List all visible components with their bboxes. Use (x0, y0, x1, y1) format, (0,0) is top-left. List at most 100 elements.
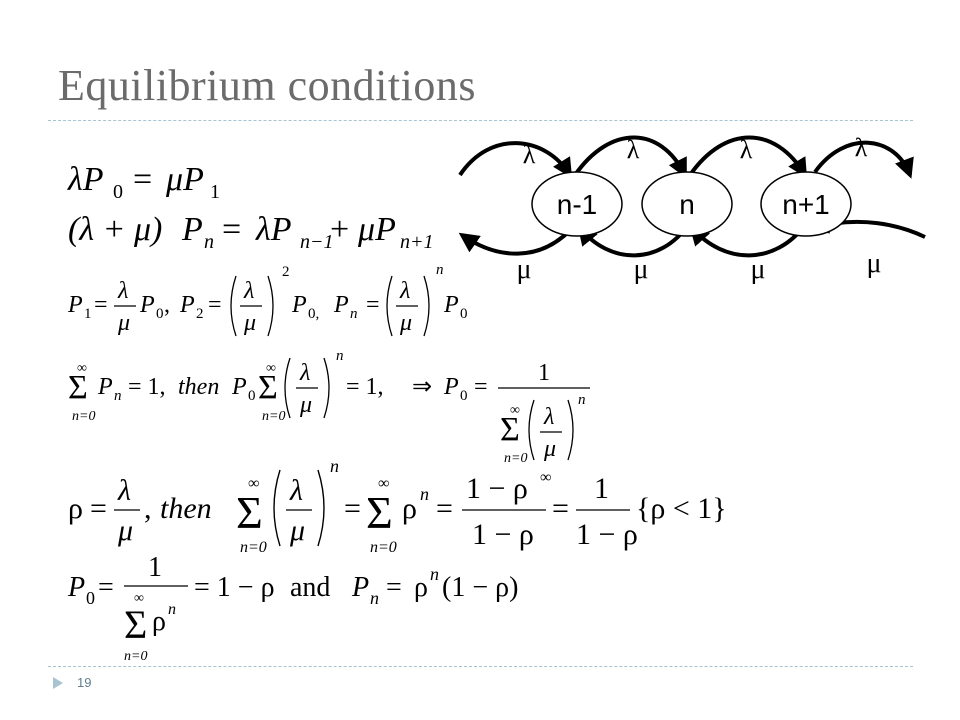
state-node-n+1 (760, 171, 852, 237)
svg-text:=: = (222, 211, 241, 248)
bullet-triangle-icon (53, 677, 63, 689)
svg-text:P: P (291, 292, 307, 318)
svg-text:ρ: ρ (152, 606, 166, 637)
svg-text:(λ + μ): (λ + μ) (68, 211, 162, 248)
service-arrow-out-n-1 (458, 223, 577, 256)
svg-text:+: + (330, 211, 349, 248)
svg-text:μ: μ (243, 310, 256, 336)
svg-text:ρ: ρ (414, 572, 428, 603)
svg-text:0: 0 (86, 588, 95, 608)
svg-text:n: n (330, 456, 339, 476)
svg-text:= 1,: = 1, (128, 374, 166, 400)
svg-text:n=0: n=0 (72, 409, 95, 424)
service-arrow-n-to-n-1 (577, 223, 690, 258)
svg-text:n: n (350, 306, 358, 322)
page-number: 19 (77, 675, 92, 690)
svg-text:n: n (168, 601, 176, 618)
service-rate-label: μ (633, 254, 648, 285)
state-label-n+1: n+1 (782, 189, 830, 220)
svg-text:∞: ∞ (134, 591, 144, 606)
svg-text:=: = (366, 292, 380, 318)
svg-text:0: 0 (113, 181, 123, 203)
svg-text:,: , (164, 292, 170, 318)
svg-text:=: = (90, 492, 107, 525)
equation-geometric-series: ρ = λ μ , then ∞ Σ n=0 λ μ n = ∞ Σ n=0 ρ… (68, 456, 727, 556)
svg-text:n: n (420, 484, 429, 504)
footer-divider (48, 666, 913, 667)
svg-text:n: n (336, 348, 344, 364)
svg-text:Σ: Σ (68, 369, 88, 406)
svg-text:∞: ∞ (266, 361, 276, 376)
svg-text:n: n (370, 588, 379, 608)
svg-text:0: 0 (460, 388, 468, 404)
svg-text:=: = (133, 161, 152, 198)
svg-text:∞: ∞ (248, 475, 259, 492)
service-arrow-n+1-to-n (689, 223, 807, 258)
svg-text:n=0: n=0 (124, 649, 147, 664)
svg-text:=: = (474, 374, 488, 400)
svg-text:n: n (578, 392, 586, 408)
svg-text:2: 2 (282, 264, 290, 280)
svg-text:μ: μ (289, 514, 305, 547)
svg-text:n: n (114, 388, 122, 404)
svg-text:μ: μ (117, 514, 133, 547)
svg-text:1: 1 (538, 360, 550, 386)
svg-text:Σ: Σ (236, 487, 263, 538)
svg-text:ρ: ρ (68, 492, 83, 525)
title-divider (48, 120, 913, 121)
state-label-n-1: n-1 (557, 189, 597, 220)
svg-text:=: = (552, 492, 569, 525)
svg-text:λ: λ (289, 474, 303, 507)
arrival-rate-label: λ (740, 135, 753, 164)
svg-text:0: 0 (460, 306, 468, 322)
arrival-arrow-n-to-n+1 (688, 135, 808, 179)
svg-text:P: P (443, 292, 459, 318)
service-rate-label: μ (750, 254, 765, 285)
arrival-arrow-out-n+1 (813, 140, 914, 179)
svg-text:1: 1 (594, 472, 609, 505)
svg-text:Σ: Σ (258, 369, 278, 406)
state-label-n: n (679, 189, 695, 220)
svg-text:P: P (443, 374, 459, 400)
svg-text:P: P (231, 374, 247, 400)
svg-text:1 − ρ: 1 − ρ (466, 472, 528, 505)
svg-text:λ: λ (399, 278, 410, 304)
arrival-arrow-n-1-to-n (573, 135, 687, 179)
svg-text:(1 − ρ): (1 − ρ) (442, 572, 518, 603)
arrival-rate-label: λ (523, 140, 536, 169)
svg-text:0: 0 (248, 388, 256, 404)
svg-text:Σ: Σ (366, 487, 393, 538)
svg-text:1: 1 (148, 552, 162, 583)
svg-text:∞: ∞ (540, 469, 551, 486)
svg-text:P: P (351, 572, 369, 603)
svg-text:n=0: n=0 (262, 409, 285, 424)
svg-text:λP: λP (67, 161, 104, 198)
birth-death-diagram: n-1 n n+1 λ λ λ λ μ μ μ μ (458, 133, 926, 285)
svg-text:n=0: n=0 (240, 539, 267, 556)
state-node-n (641, 171, 733, 237)
svg-text:1: 1 (210, 181, 220, 203)
svg-text:=: = (94, 292, 108, 318)
svg-text:λ: λ (117, 278, 128, 304)
svg-text:λ: λ (117, 474, 131, 507)
svg-text:2: 2 (196, 306, 204, 322)
svg-text:n: n (430, 564, 439, 584)
svg-text:0: 0 (156, 306, 164, 322)
svg-text:n+1: n+1 (400, 231, 434, 253)
svg-text:λ: λ (543, 404, 554, 430)
svg-text:∞: ∞ (510, 403, 520, 418)
svg-text:Σ: Σ (124, 602, 147, 647)
svg-text:and: and (290, 572, 330, 603)
svg-text:P: P (67, 572, 85, 603)
svg-text:=: = (208, 292, 222, 318)
svg-text:then: then (178, 374, 219, 400)
svg-text:n=0: n=0 (370, 539, 397, 556)
svg-text:1 − ρ: 1 − ρ (576, 518, 638, 551)
svg-text:μ: μ (399, 310, 412, 336)
slide-title: Equilibrium conditions (58, 61, 476, 110)
svg-text:0,: 0, (308, 306, 319, 322)
svg-text:= 1 − ρ: = 1 − ρ (194, 572, 275, 603)
